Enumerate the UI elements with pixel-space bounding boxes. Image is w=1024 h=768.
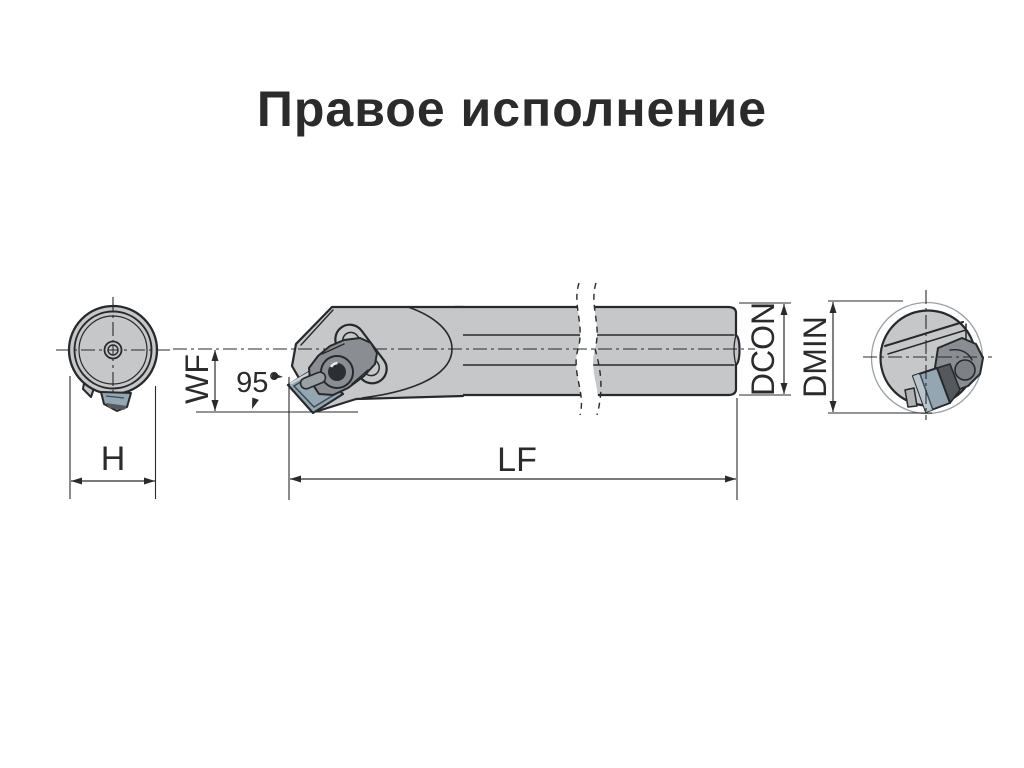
insert-end-view bbox=[904, 363, 961, 413]
dim-label-h: H bbox=[101, 440, 126, 478]
insert-tip-end-view bbox=[100, 391, 132, 412]
dimension-dmin: DMIN bbox=[797, 300, 932, 414]
dim-label-dmin: DMIN bbox=[797, 316, 833, 398]
dim-label-dcon: DCON bbox=[745, 302, 781, 396]
insert-clamp bbox=[299, 337, 378, 396]
main-side-view bbox=[173, 282, 755, 416]
dimension-h: H bbox=[69, 376, 157, 499]
dimension-dcon: DCON bbox=[739, 302, 791, 396]
center-screw bbox=[103, 340, 123, 360]
shank bbox=[453, 305, 741, 397]
dim-label-wf: WF bbox=[179, 354, 215, 404]
centerlines bbox=[863, 290, 992, 420]
dim-label-angle: 95° bbox=[236, 367, 280, 399]
right-end-view bbox=[863, 290, 992, 420]
dimension-approach-angle: 95° bbox=[236, 367, 283, 409]
dimension-lf: LF bbox=[288, 377, 738, 500]
clamp-screw bbox=[328, 363, 346, 381]
dim-label-lf: LF bbox=[497, 441, 537, 479]
page-title: Правое исполнение bbox=[256, 81, 768, 137]
dimension-wf: WF bbox=[179, 350, 358, 413]
left-end-view bbox=[56, 297, 171, 412]
